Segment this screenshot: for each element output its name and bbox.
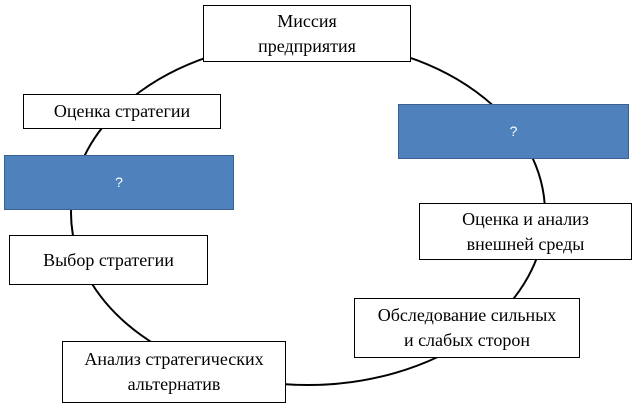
node-mission: Миссия предприятия xyxy=(203,5,411,62)
node-mission-label: Миссия предприятия xyxy=(258,10,356,56)
node-strategy-choice-label: Выбор стратегии xyxy=(43,249,174,270)
node-external-environment: Оценка и анализ внешней среды xyxy=(419,203,632,260)
node-external-environment-label: Оценка и анализ внешней среды xyxy=(462,208,589,254)
node-strengths-weaknesses-label: Обследование сильных и слабых сторон xyxy=(377,305,557,350)
node-unknown-left: ? xyxy=(4,155,234,210)
node-strategic-alternatives-label: Анализ стратегических альтернатив xyxy=(84,349,264,394)
node-strengths-weaknesses: Обследование сильных и слабых сторон xyxy=(354,298,580,358)
node-strategic-alternatives: Анализ стратегических альтернатив xyxy=(62,341,286,403)
node-unknown-left-label: ? xyxy=(115,174,123,190)
node-strategy-choice: Выбор стратегии xyxy=(9,235,208,285)
node-unknown-top-right-label: ? xyxy=(509,123,518,139)
node-unknown-top-right: ? xyxy=(398,104,629,159)
node-strategy-evaluation: Оценка стратегии xyxy=(23,94,221,129)
node-strategy-evaluation-label: Оценка стратегии xyxy=(53,101,191,121)
